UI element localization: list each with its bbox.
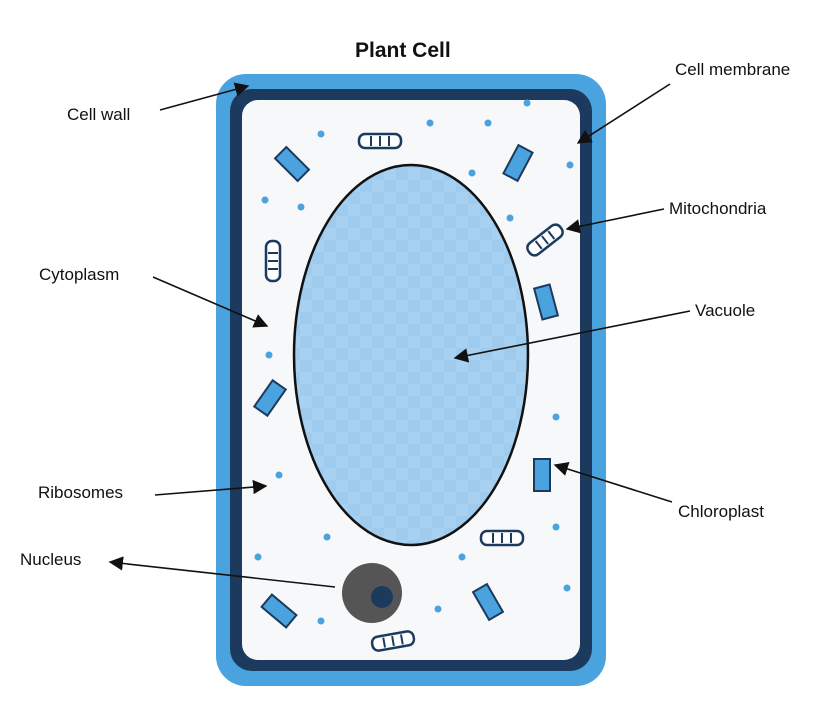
diagram-title: Plant Cell [355,39,451,62]
chloroplast [502,143,534,183]
ribosome [566,161,574,169]
ribosome [317,617,325,625]
ribosome [523,99,531,107]
chloroplast [532,283,560,321]
mitochondria [264,132,564,652]
ribosomes [254,99,574,625]
leader-lines [108,82,691,588]
ribosome [275,471,283,479]
ribosome [261,196,269,204]
mitochondrion [370,630,416,652]
ribosome [458,553,466,561]
ribosome [254,553,262,561]
label-cell-membrane: Cell membrane [675,60,791,79]
vacuole-texture [296,167,526,543]
leader-chloroplast [553,462,673,503]
mitochondrion [526,223,564,257]
ribosome [265,351,273,359]
ribosome [434,605,442,613]
mitochondrion [357,132,403,150]
ribosome [297,203,305,211]
mitochondrion [264,239,282,283]
label-ribosomes: Ribosomes [38,483,124,502]
ribosome [323,533,331,541]
chloroplast [260,593,298,629]
nucleolus [371,586,393,608]
label-mitochondria: Mitochondria [669,199,767,218]
leader-mitochondria [565,208,665,234]
ribosome [468,169,476,177]
label-cell-wall: Cell wall [67,105,131,124]
chloroplast [533,458,551,492]
ribosome [317,130,325,138]
label-cytoplasm: Cytoplasm [39,265,120,284]
ribosome [484,119,492,127]
ribosome [506,214,514,222]
chloroplast [252,378,288,418]
chloroplast [471,582,505,622]
label-chloroplast: Chloroplast [678,502,764,521]
mitochondrion [479,529,525,547]
leader-nucleus [108,556,336,588]
chloroplasts [252,143,560,629]
leader-vacuole [453,310,691,363]
label-vacuole: Vacuole [695,301,756,320]
leader-cytoplasm [152,276,269,328]
ribosome [426,119,434,127]
leader-cell-wall [159,82,250,111]
ribosome [563,584,571,592]
ribosome [552,413,560,421]
label-nucleus: Nucleus [20,550,82,569]
leader-cell-membrane [576,83,671,144]
chloroplast [273,145,311,183]
ribosome [552,523,560,531]
leader-ribosomes [154,479,268,496]
